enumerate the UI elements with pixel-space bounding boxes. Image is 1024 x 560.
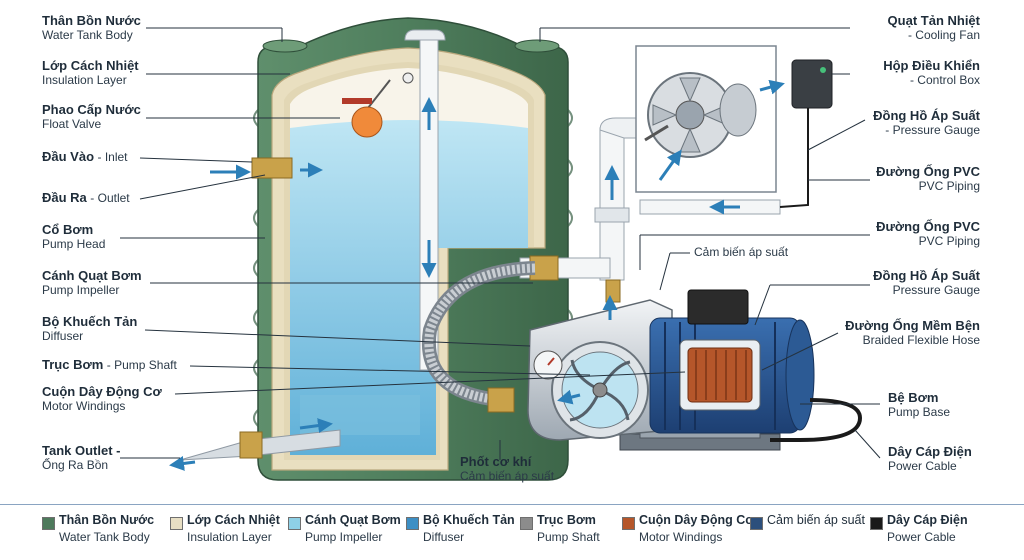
label-pump-base: Bệ Bơm Pump Base [888,390,951,420]
label-sub: PVC Piping [918,178,980,193]
legend-title: Trục Bơm [537,513,596,527]
label-sub: - Control Box [909,72,980,87]
label-control-box: Hộp Điều Khiển - Control Box [883,58,980,88]
legend-sub: Pump Shaft [537,530,600,544]
label-title: Đồng Hồ Áp Suất [873,268,980,283]
legend-swatch [750,517,763,530]
water-tank [253,17,573,481]
label-sub: Pump Head [42,236,106,251]
label-power-cable: Dây Cáp Điện Power Cable [888,444,972,474]
label-pressure-gauge-top: Đồng Hồ Áp Suất - Pressure Gauge [873,108,980,138]
label-sub: Cảm biến áp suất [460,468,555,483]
label-title: Cánh Quạt Bơm [42,268,142,283]
label-pump-head: Cổ Bơm Pump Head [42,222,106,252]
label-pump-impeller: Cánh Quạt Bơm Pump Impeller [42,268,142,298]
label-title: Đầu Ra [42,190,87,205]
label-pump-shaft: Trục Bơm - Pump Shaft [42,357,177,373]
label-title: Đường Ống PVC [876,164,980,179]
label-title: Thân Bồn Nước [42,13,141,28]
label-title: Đầu Vào [42,149,95,164]
label-sub: Pump Impeller [42,282,120,297]
label-inlet: Đầu Vào - Inlet [42,149,128,165]
label-sub: Pressure Gauge [892,282,980,297]
legend-sub: Pump Impeller [305,530,383,544]
label-pvc-piping-mid: Đường Ống PVC PVC Piping [876,219,980,249]
label-title: Đường Ống PVC [876,219,980,234]
legend-title: Cảm biến áp suất [767,513,865,527]
label-pressure-sensor: Cảm biến áp suất [694,245,789,259]
legend-swatch [520,517,533,530]
label-sub: Water Tank Body [42,27,133,42]
label-outlet: Đầu Ra - Outlet [42,190,130,206]
legend-sub: Insulation Layer [187,530,272,544]
label-title: Bộ Khuếch Tản [42,314,138,329]
label-title: Cuộn Dây Động Cơ [42,384,162,399]
label-title: Lớp Cách Nhiệt [42,58,139,73]
label-tank-outlet: Tank Outlet - Ống Ra Bồn [42,443,121,473]
label-sub: - Pressure Gauge [885,122,980,137]
legend-sub: Water Tank Body [59,530,150,544]
label-insulation-layer: Lớp Cách Nhiệt Insulation Layer [42,58,139,88]
label-sub: - Outlet [90,191,130,205]
legend-title: Dây Cáp Điện [887,513,968,527]
label-title: Phao Cấp Nước [42,102,141,117]
float-valve-part [342,72,414,138]
legend: Thân Bồn Nước Water Tank Body Lớp Cách N… [0,504,1024,560]
label-pvc-piping-top: Đường Ống PVC PVC Piping [876,164,980,194]
legend-title: Lớp Cách Nhiệt [187,513,280,527]
label-sub: Pump Base [888,404,951,419]
pvc-piping [519,117,781,303]
control-box-part [779,59,833,208]
legend-swatch [406,517,419,530]
label-title: Trục Bơm [42,357,104,372]
label-title: Phốt cơ khí [460,454,532,469]
label-title: Hộp Điều Khiển [883,58,980,73]
label-sub: PVC Piping [918,233,980,248]
label-sub: Insulation Layer [42,72,127,87]
label-sub: Float Valve [42,116,102,131]
label-diffuser: Bộ Khuếch Tản Diffuser [42,314,138,344]
legend-swatch [42,517,55,530]
label-cooling-fan: Quạt Tản Nhiệt - Cooling Fan [887,13,980,43]
legend-sub: Diffuser [423,530,465,544]
leader-lines [120,27,881,460]
legend-title: Bộ Khuếch Tản [423,513,515,527]
label-motor-windings: Cuộn Dây Động Cơ Motor Windings [42,384,162,414]
label-float-valve: Phao Cấp Nước Float Valve [42,102,141,132]
label-sub: Braided Flexible Hose [862,332,980,347]
label-sub: Diffuser [42,328,84,343]
label-braided-hose: Đường Ống Mềm Bện Braided Flexible Hose [845,318,980,348]
legend-swatch [622,517,635,530]
braided-hose-part [421,261,536,413]
label-title: Đồng Hồ Áp Suất [873,108,980,123]
legend-swatch [170,517,183,530]
legend-sub: Motor Windings [639,530,723,544]
label-title: Đường Ống Mềm Bện [845,318,980,333]
legend-title: Cánh Quạt Bơm [305,513,401,527]
label-sub: Motor Windings [42,398,126,413]
legend-title: Cuộn Dây Động Cơ [639,513,755,527]
legend-swatch [288,517,301,530]
label-title: Bệ Bơm [888,390,939,405]
label-title: Dây Cáp Điện [888,444,972,459]
label-sub: - Inlet [97,150,128,164]
label-sub: Power Cable [888,458,957,473]
label-sub: Ống Ra Bồn [42,457,109,472]
pump-unit [527,289,863,451]
label-sub: - Cooling Fan [907,27,980,42]
label-title: Cổ Bơm [42,222,94,237]
legend-sub: Power Cable [887,530,956,544]
label-mechanical-seal: Phốt cơ khí Cảm biến áp suất [460,454,555,484]
label-title: Tank Outlet - [42,443,121,458]
label-title: Quạt Tản Nhiệt [887,13,980,28]
cooling-fan-inset [635,45,785,193]
tank-fittings [169,157,341,471]
label-sub: - Pump Shaft [106,358,177,372]
legend-title: Thân Bồn Nước [59,513,155,527]
legend-swatch [870,517,883,530]
label-pressure-gauge-mid: Đồng Hồ Áp Suất Pressure Gauge [873,268,980,298]
label-water-tank-body: Thân Bồn Nước Water Tank Body [42,13,141,43]
